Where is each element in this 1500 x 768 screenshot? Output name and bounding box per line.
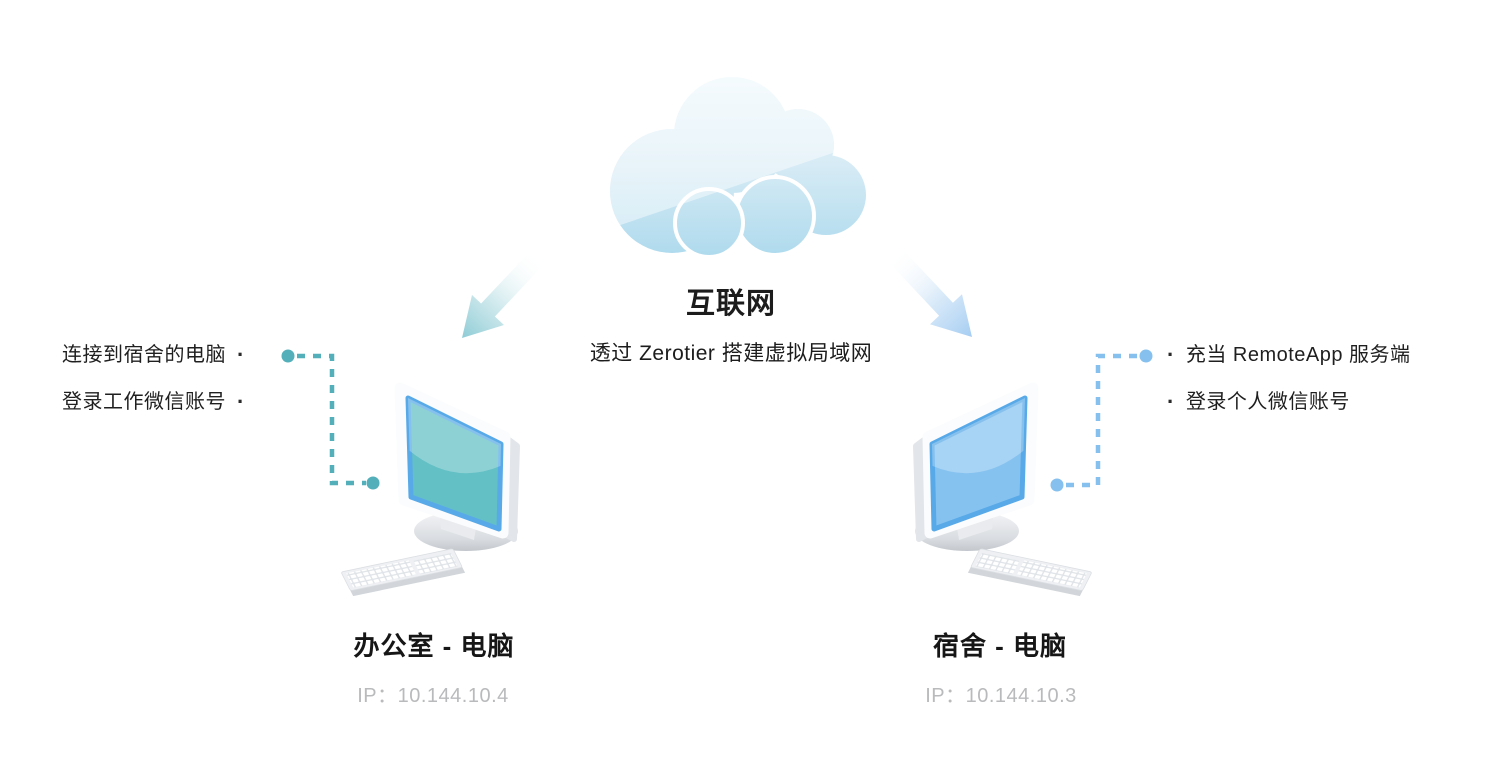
- office-computer-notes: 连接到宿舍的电脑 · 登录工作微信账号 ·: [62, 342, 245, 414]
- bullet-icon: ·: [1167, 342, 1175, 367]
- arrow-to-right-computer: [888, 248, 972, 337]
- dorm-computer-notes: · 充当 RemoteApp 服务端 · 登录个人微信账号: [1167, 342, 1411, 414]
- bullet-icon: ·: [237, 389, 245, 414]
- office-computer-illustration: [341, 388, 518, 596]
- note-text: 充当 RemoteApp 服务端: [1185, 344, 1411, 366]
- note-text: 登录工作微信账号: [62, 391, 226, 413]
- note-text: 登录个人微信账号: [1185, 391, 1350, 413]
- right-connector-line: [1050, 349, 1153, 492]
- note-personal-wechat: · 登录个人微信账号: [1167, 389, 1411, 414]
- zerotier-subtitle: 透过 Zerotier 搭建虚拟局域网: [589, 342, 873, 365]
- note-connect-to-dorm: 连接到宿舍的电脑 ·: [62, 342, 245, 367]
- note-remoteapp-server: · 充当 RemoteApp 服务端: [1167, 342, 1411, 367]
- dorm-computer-name: 宿舍 - 电脑: [932, 631, 1068, 661]
- internet-label: 互联网: [685, 288, 777, 320]
- note-text: 连接到宿舍的电脑: [62, 344, 226, 366]
- left-connector-line: [281, 349, 380, 490]
- arrow-to-left-computer: [462, 251, 544, 338]
- dorm-computer-illustration: [915, 388, 1092, 596]
- bullet-icon: ·: [237, 342, 245, 367]
- bullet-icon: ·: [1167, 389, 1175, 414]
- office-computer-name: 办公室 - 电脑: [353, 631, 515, 661]
- internet-cloud: [610, 77, 866, 259]
- note-work-wechat: 登录工作微信账号 ·: [62, 389, 245, 414]
- dorm-computer-ip: IP：10.144.10.3: [925, 685, 1077, 707]
- office-computer-ip: IP：10.144.10.4: [357, 685, 509, 707]
